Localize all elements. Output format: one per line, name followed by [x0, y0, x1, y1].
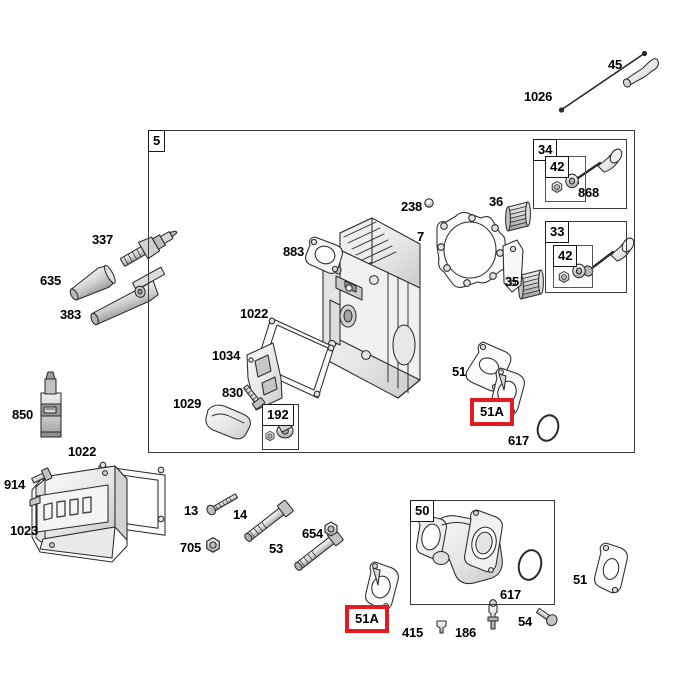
callout-914[interactable]: 914 [4, 477, 26, 492]
callout-54[interactable]: 54 [518, 614, 533, 629]
part-head-gasket-7 [436, 211, 524, 293]
callout-36[interactable]: 36 [489, 194, 504, 209]
callout-383[interactable]: 383 [60, 307, 82, 322]
callout-635[interactable]: 635 [40, 273, 62, 288]
part-valve-exhaust-33 [582, 237, 635, 277]
callout-238[interactable]: 238 [401, 199, 423, 214]
box-tag-42-upper[interactable]: 42 [545, 156, 570, 178]
part-clip-415 [436, 620, 447, 634]
part-valve-seal-42-lower [558, 263, 586, 284]
part-o-ring-617-lower [517, 549, 543, 581]
callout-45[interactable]: 45 [608, 57, 623, 72]
callout-1029[interactable]: 1029 [173, 396, 202, 411]
callout-868[interactable]: 868 [578, 185, 600, 200]
part-screw-914 [31, 467, 53, 484]
callout-883[interactable]: 883 [283, 244, 305, 259]
callout-53[interactable]: 53 [269, 541, 284, 556]
callout-1022-upper[interactable]: 1022 [240, 306, 269, 321]
main-assembly-frame [148, 130, 635, 453]
intake-manifold-frame-50 [410, 500, 555, 605]
highlight-tag-51a-upper[interactable]: 51A [470, 398, 514, 426]
part-plug-boot-383 [90, 266, 166, 326]
callout-1023[interactable]: 1023 [10, 523, 39, 538]
part-intake-manifold-50 [416, 509, 503, 585]
part-rocker-cover-1023 [29, 465, 128, 563]
callout-7[interactable]: 7 [417, 229, 425, 244]
callout-617-upper[interactable]: 617 [508, 433, 530, 448]
callout-830[interactable]: 830 [222, 385, 244, 400]
part-exhaust-gasket-883 [305, 236, 343, 274]
callout-35[interactable]: 35 [505, 274, 520, 289]
part-intake-gasket-51-lower [594, 542, 628, 594]
box-tag-192[interactable]: 192 [262, 404, 294, 426]
part-valve-spring-35 [518, 269, 544, 300]
highlight-tag-51a-lower[interactable]: 51A [345, 605, 389, 633]
callout-654[interactable]: 654 [302, 526, 324, 541]
box-tag-50[interactable]: 50 [410, 500, 435, 522]
callout-415[interactable]: 415 [402, 625, 424, 640]
callout-51-lower[interactable]: 51 [573, 572, 588, 587]
valve-group-frame-34 [533, 139, 627, 209]
callout-13[interactable]: 13 [184, 503, 199, 518]
part-o-ring-617-upper [536, 414, 560, 442]
callout-617-lower[interactable]: 617 [500, 587, 522, 602]
part-stud-53 [294, 528, 344, 571]
callout-1022-lower[interactable]: 1022 [68, 444, 97, 459]
part-nut-705 [206, 537, 220, 553]
part-elbow-gasket-51a-lower [365, 561, 399, 611]
part-screw-830 [242, 384, 266, 410]
part-sealant-850 [40, 371, 62, 438]
part-nut-654 [324, 521, 338, 537]
part-push-rod-1026 [558, 50, 648, 113]
callout-850[interactable]: 850 [12, 407, 34, 422]
part-tappet-45 [622, 58, 659, 88]
part-valve-spring-36 [505, 201, 531, 232]
part-spark-plug-337 [120, 230, 178, 267]
part-breather-bracket-1029 [205, 404, 251, 440]
callout-186[interactable]: 186 [455, 625, 477, 640]
callout-1026[interactable]: 1026 [524, 89, 553, 104]
box-tag-5[interactable]: 5 [148, 130, 166, 152]
box-tag-42-lower[interactable]: 42 [553, 245, 578, 267]
part-screw-13 [206, 493, 239, 516]
box-tag-33[interactable]: 33 [545, 221, 570, 243]
part-stud-14 [244, 499, 294, 542]
part-ball-plug-238 [424, 198, 434, 208]
callout-705[interactable]: 705 [180, 540, 202, 555]
part-screw-54 [535, 607, 558, 627]
valve-group-frame-33 [545, 221, 627, 293]
part-plug-cover-635 [69, 264, 116, 301]
callout-1034[interactable]: 1034 [212, 348, 241, 363]
callout-51-upper[interactable]: 51 [452, 364, 467, 379]
callout-337[interactable]: 337 [92, 232, 114, 247]
callout-14[interactable]: 14 [233, 507, 248, 522]
